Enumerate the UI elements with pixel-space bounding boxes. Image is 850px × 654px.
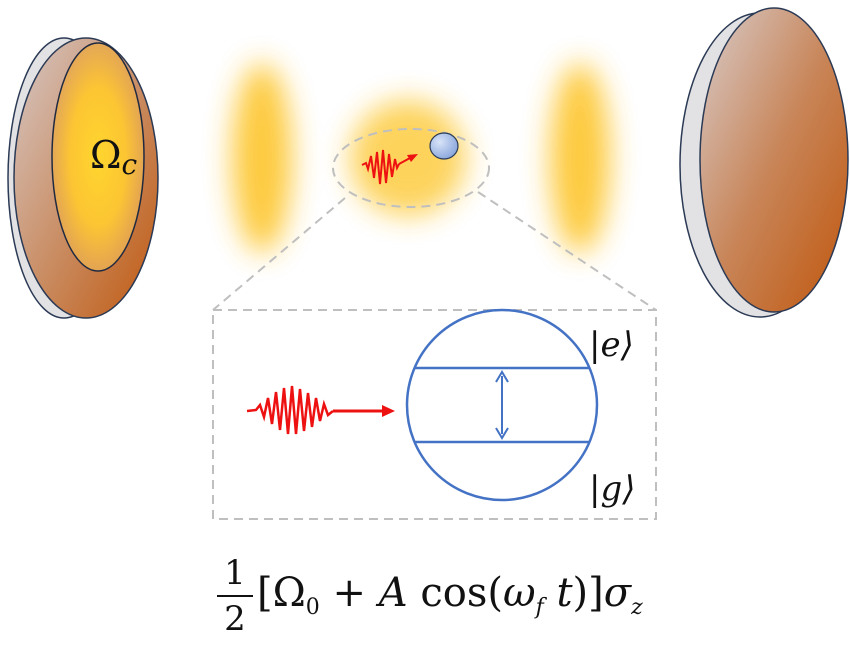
formula-expression: [Ω0 + A cos(ωf t)]σz (257, 570, 643, 620)
excited-state-label: |e⟩ (589, 325, 634, 365)
cavity-mode-symbol: Ω (90, 133, 122, 177)
atom-region-dashed-ellipse (332, 128, 490, 208)
omega-zero-subscript: 0 (305, 595, 320, 620)
left-paren: ( (487, 570, 503, 616)
transition-arrowhead-up (495, 370, 509, 383)
omega-f: ω (502, 570, 536, 616)
cavity-field-glow (232, 63, 610, 253)
cavity-mode-subscript: c (122, 148, 138, 181)
left-bracket: [ (257, 570, 273, 616)
fraction-numerator: 1 (224, 553, 246, 593)
small-photon-arrowhead (407, 154, 418, 162)
right-paren: ) (572, 570, 589, 616)
cosine-function: cos (407, 570, 488, 616)
fraction-denominator: 2 (224, 599, 246, 639)
right-bracket: ] (588, 570, 604, 616)
plus-sign: + (319, 570, 379, 616)
large-photon-wavepacket (246, 385, 334, 435)
small-photon-arrow-line (398, 157, 411, 165)
one-half-fraction: 1 2 (215, 553, 255, 639)
drive-hamiltonian-formula: 1 2 [Ω0 + A cos(ωf t)]σz (0, 545, 850, 650)
sigma-subscript: z (631, 595, 643, 620)
atom (429, 132, 459, 160)
omega-f-subscript: f (536, 595, 544, 620)
zoom-line-right (477, 191, 657, 311)
transition-arrowhead-down (495, 427, 509, 440)
sigma-symbol: σ (603, 570, 632, 616)
right-mirror (679, 7, 849, 318)
sigma-subscript-letter: z (631, 595, 643, 620)
ground-state-label: |g⟩ (589, 469, 635, 509)
left-mirror (7, 37, 159, 319)
cavity-mode-label: Ωc (90, 133, 138, 181)
time-symbol: t (543, 570, 573, 616)
small-photon-wavepacket (361, 149, 400, 185)
two-level-atom (405, 308, 599, 502)
fraction-bar (217, 595, 253, 597)
large-photon-arrowhead (382, 405, 395, 417)
amplitude-symbol: A (378, 570, 408, 616)
omega-f-subscript-letter: f (535, 595, 544, 620)
omega-zero: Ω (272, 570, 306, 616)
